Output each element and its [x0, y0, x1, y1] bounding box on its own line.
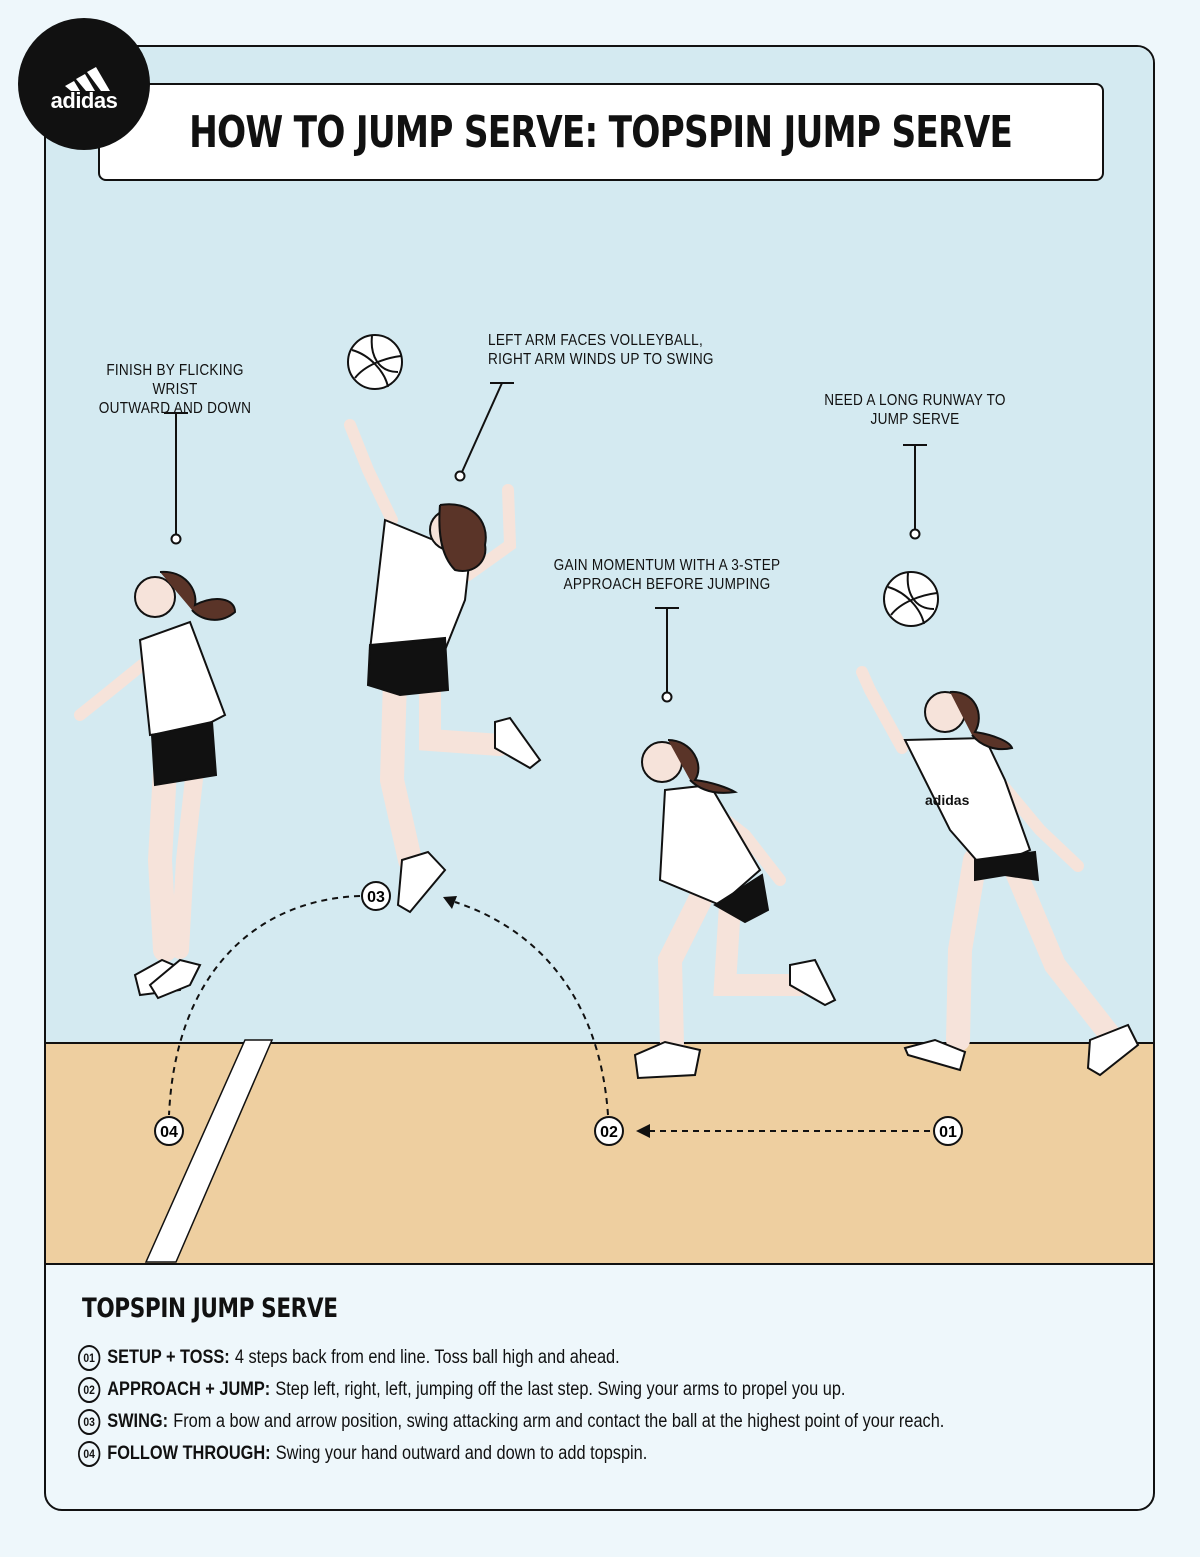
adidas-logo: adidas	[18, 18, 150, 150]
approach-path	[168, 895, 930, 1132]
step-list: 01 SETUP + TOSS: 4 steps back from end l…	[78, 1342, 1138, 1470]
arrow-head-icon	[636, 1124, 650, 1138]
player-approach	[633, 739, 837, 1080]
leader-lines	[164, 382, 927, 703]
step-description: Swing your hand outward and down to add …	[275, 1443, 648, 1464]
step-description: From a bow and arrow position, swing att…	[173, 1411, 945, 1432]
step-marker-04: 04	[154, 1116, 184, 1146]
step-description: 4 steps back from end line. Toss ball hi…	[234, 1347, 620, 1368]
step-item-03: 03 SWING: From a bow and arrow position,…	[78, 1406, 990, 1438]
step-marker-02: 02	[594, 1116, 624, 1146]
step-marker-01: 01	[933, 1116, 963, 1146]
step-item-01: 01 SETUP + TOSS: 4 steps back from end l…	[78, 1342, 990, 1374]
adidas-wordmark: adidas	[50, 88, 118, 113]
player-follow-through	[74, 570, 237, 1000]
note-momentum: GAIN MOMENTUM WITH A 3-STEP APPROACH BEF…	[553, 557, 781, 593]
svg-text:01: 01	[939, 1124, 957, 1141]
page-title: HOW TO JUMP SERVE: TOPSPIN JUMP SERVE	[189, 106, 1013, 158]
svg-text:03: 03	[367, 889, 385, 906]
step-item-02: 02 APPROACH + JUMP: Step left, right, le…	[78, 1374, 990, 1406]
svg-text:04: 04	[160, 1124, 178, 1141]
adidas-stripes-icon	[65, 67, 110, 91]
step-label: FOLLOW THROUGH:	[107, 1443, 271, 1464]
svg-text:02: 02	[600, 1124, 618, 1141]
note-runway: NEED A LONG RUNWAY TO JUMP SERVE	[824, 392, 1006, 428]
step-number-badge: 02	[78, 1377, 101, 1403]
player-swing	[344, 419, 542, 914]
note-left-arm: LEFT ARM FACES VOLLEYBALL, RIGHT ARM WIN…	[488, 332, 714, 368]
step-item-04: 04 FOLLOW THROUGH: Swing your hand outwa…	[78, 1438, 990, 1470]
step-number-badge: 01	[78, 1345, 101, 1371]
step-marker-03: 03	[361, 881, 391, 911]
note-finish: FINISH BY FLICKING WRIST OUTWARD AND DOW…	[98, 362, 252, 417]
step-number-badge: 03	[78, 1409, 101, 1435]
svg-text:adidas: adidas	[925, 792, 970, 808]
step-label: APPROACH + JUMP:	[107, 1379, 271, 1400]
volleyball-icon	[347, 334, 403, 390]
step-label: SWING:	[107, 1411, 169, 1432]
step-label: SETUP + TOSS:	[107, 1347, 230, 1368]
volleyball-icon	[883, 571, 939, 627]
player-toss: adidas	[856, 666, 1140, 1077]
court-end-line	[144, 1039, 274, 1263]
title-banner: HOW TO JUMP SERVE: TOPSPIN JUMP SERVE	[98, 83, 1104, 181]
arrow-head-icon	[443, 896, 457, 909]
info-title: TOPSPIN JUMP SERVE	[82, 1293, 338, 1324]
step-number-badge: 04	[78, 1441, 101, 1467]
step-description: Step left, right, left, jumping off the …	[275, 1379, 846, 1400]
